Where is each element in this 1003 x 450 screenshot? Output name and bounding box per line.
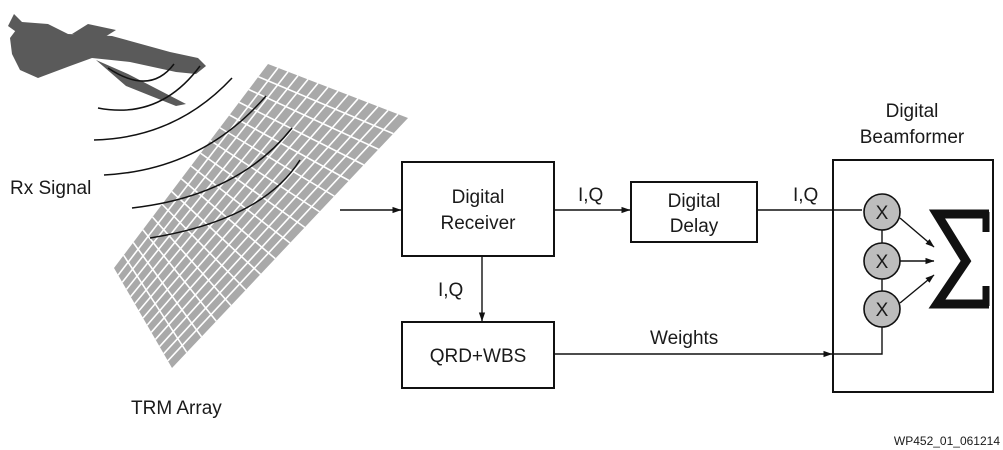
digital-receiver-block — [401, 161, 555, 257]
digital-receiver-label-line2: Receiver — [441, 213, 517, 234]
digital-delay-label-line2: Delay — [670, 216, 719, 237]
trm-array-label: TRM Array — [131, 398, 222, 419]
antenna-array-icon — [114, 64, 408, 368]
aircraft-icon — [8, 14, 206, 106]
beamformer-title-line2: Beamformer — [860, 127, 965, 148]
beamformer-title-line1: Digital — [886, 101, 939, 122]
digital-beamformer-block — [832, 159, 994, 393]
weights-to-multiplier-line — [833, 326, 883, 355]
iq-label-receiver-delay: I,Q — [578, 185, 603, 206]
digital-receiver-label-line1: Digital — [452, 187, 505, 208]
multiplier-3-symbol: X — [876, 300, 889, 321]
iq-label-delay-beamformer: I,Q — [793, 185, 818, 206]
weights-label: Weights — [650, 328, 718, 349]
digital-delay-label-line1: Digital — [668, 191, 721, 212]
summation-icon — [928, 209, 990, 309]
multiplier-1-to-sum-arrow — [899, 217, 935, 248]
multiplier-1-symbol: X — [876, 203, 889, 224]
multiplier-1: X — [863, 193, 901, 231]
qrd-wbs-block — [401, 321, 555, 389]
qrd-wbs-label: QRD+WBS — [430, 346, 527, 367]
multiplier-2: X — [863, 242, 901, 280]
multiplier-2-symbol: X — [876, 252, 889, 273]
figure-id: WP452_01_061214 — [894, 434, 1000, 448]
iq-label-receiver-qrd: I,Q — [438, 280, 463, 301]
rx-signal-label: Rx Signal — [10, 178, 91, 199]
multiplier-3: X — [863, 290, 901, 328]
rx-signal-wavefronts — [93, 63, 301, 239]
digital-delay-block — [630, 181, 758, 243]
multiplier-3-to-sum-arrow — [899, 274, 935, 304]
